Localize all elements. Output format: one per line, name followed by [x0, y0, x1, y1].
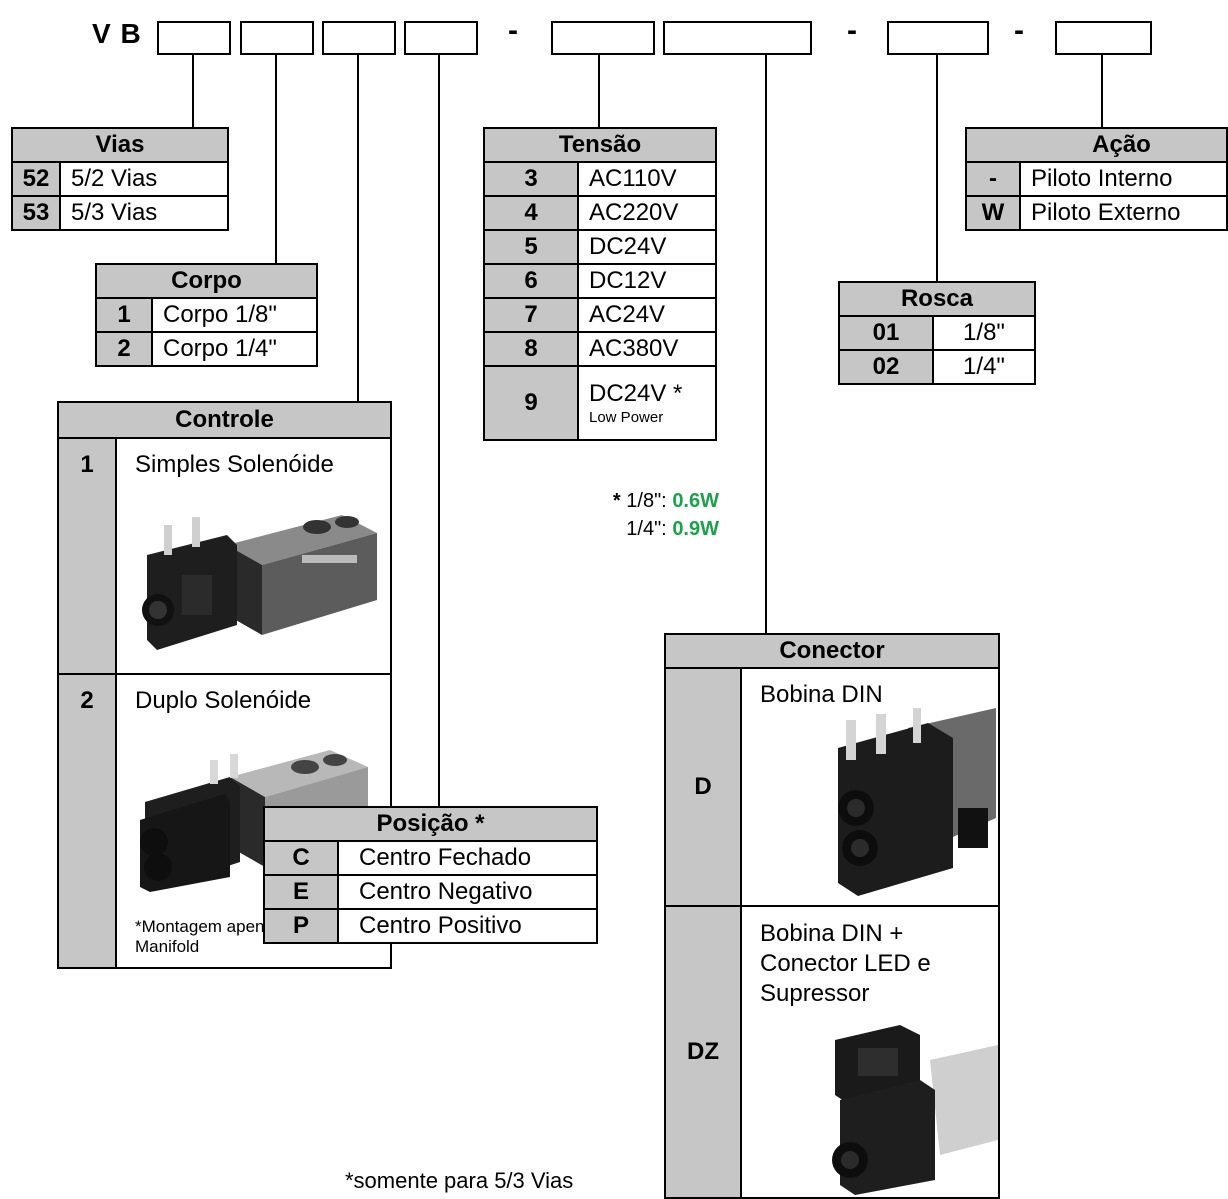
slot-corpo — [240, 21, 314, 55]
corpo-label: Corpo 1/4" — [151, 331, 318, 367]
separator-dash: - — [508, 14, 518, 47]
tensao-label: DC24V — [577, 229, 717, 265]
tensao-title: Tensão — [483, 127, 717, 163]
din-coil-photo — [838, 708, 996, 896]
acao-code: W — [965, 195, 1021, 231]
leader-line-tensao — [598, 55, 600, 128]
rosca-title: Rosca — [838, 281, 1036, 317]
corpo-code: 2 — [95, 331, 153, 367]
posicao-label: Centro Fechado — [337, 840, 598, 876]
leader-line-rosca — [936, 55, 938, 281]
separator-dash: - — [847, 14, 857, 47]
conector-label: Bobina DIN — [760, 681, 883, 708]
posicao-code: P — [263, 908, 339, 944]
rosca-code: 02 — [838, 349, 934, 385]
acao-code: - — [965, 161, 1021, 197]
vias-code: 52 — [11, 161, 61, 197]
slot-rosca — [887, 21, 989, 55]
leader-line-corpo — [275, 55, 277, 263]
footnote-value: 0.9W — [672, 518, 719, 540]
corpo-label: Corpo 1/8" — [151, 297, 318, 333]
conector-label: Bobina DIN + Conector LED e Supressor — [760, 920, 931, 1007]
conector-title: Conector — [664, 633, 1000, 669]
tensao-label: AC380V — [577, 331, 717, 367]
footnote-label: 1/8": — [626, 490, 667, 512]
rosca-label: 1/4" — [932, 349, 1036, 385]
single-solenoid-valve-photo — [142, 515, 377, 650]
rosca-code: 01 — [838, 315, 934, 351]
slot-acao — [1055, 21, 1152, 55]
tensao-code: 7 — [483, 297, 579, 333]
conector-code: DZ — [664, 905, 742, 1199]
posicao-title: Posição * — [263, 806, 598, 842]
controle-title: Controle — [57, 401, 392, 439]
tensao-power-footnote: * 1/8": 0.6W 1/4": 0.9W — [577, 487, 719, 543]
vias-code: 53 — [11, 195, 61, 231]
tensao-code: 4 — [483, 195, 579, 231]
slot-controle — [322, 21, 396, 55]
acao-label: Piloto Externo — [1019, 195, 1228, 231]
controle-code: 2 — [57, 673, 117, 969]
posicao-label: Centro Positivo — [337, 908, 598, 944]
posicao-footnote: *somente para 5/3 Vias — [345, 1168, 574, 1193]
leader-line-vias — [192, 55, 194, 128]
posicao-code: C — [263, 840, 339, 876]
tensao-label: AC220V — [577, 195, 717, 231]
vias-title: Vias — [11, 127, 229, 163]
tensao-label: DC24V * — [589, 379, 683, 407]
slot-conector — [663, 21, 812, 55]
din-coil-led-connector-photo — [832, 1025, 998, 1195]
controle-code: 1 — [57, 437, 117, 675]
tensao-code: 8 — [483, 331, 579, 367]
conector-code: D — [664, 667, 742, 907]
footnote-label: 1/4": — [626, 518, 667, 540]
footnote-value: 0.6W — [672, 490, 719, 512]
controle-label: Simples Solenóide — [135, 451, 334, 478]
rosca-label: 1/8" — [932, 315, 1036, 351]
slot-vias — [157, 21, 231, 55]
leader-line-posicao — [438, 55, 440, 806]
leader-line-conector — [765, 55, 767, 634]
leader-line-controle — [357, 55, 359, 401]
posicao-code: E — [263, 874, 339, 910]
tensao-code: 9 — [483, 365, 579, 441]
separator-dash: - — [1014, 14, 1024, 47]
corpo-title: Corpo — [95, 263, 318, 299]
posicao-label: Centro Negativo — [337, 874, 598, 910]
model-prefix: V B — [92, 18, 142, 49]
tensao-sublabel: Low Power — [589, 408, 664, 426]
tensao-code: 3 — [483, 161, 579, 197]
vias-label: 5/2 Vias — [59, 161, 229, 197]
vias-label: 5/3 Vias — [59, 195, 229, 231]
tensao-label: DC12V — [577, 263, 717, 299]
corpo-code: 1 — [95, 297, 153, 333]
tensao-code: 6 — [483, 263, 579, 299]
acao-label: Piloto Interno — [1019, 161, 1228, 197]
tensao-label: AC24V — [577, 297, 717, 333]
tensao-label: AC110V — [577, 161, 717, 197]
leader-line-acao — [1101, 55, 1103, 128]
tensao-code: 5 — [483, 229, 579, 265]
footnote-star: * — [612, 490, 621, 512]
acao-title: Ação — [965, 127, 1228, 163]
slot-tensao — [551, 21, 655, 55]
controle-label: Duplo Solenóide — [135, 687, 312, 714]
slot-posicao — [404, 21, 478, 55]
